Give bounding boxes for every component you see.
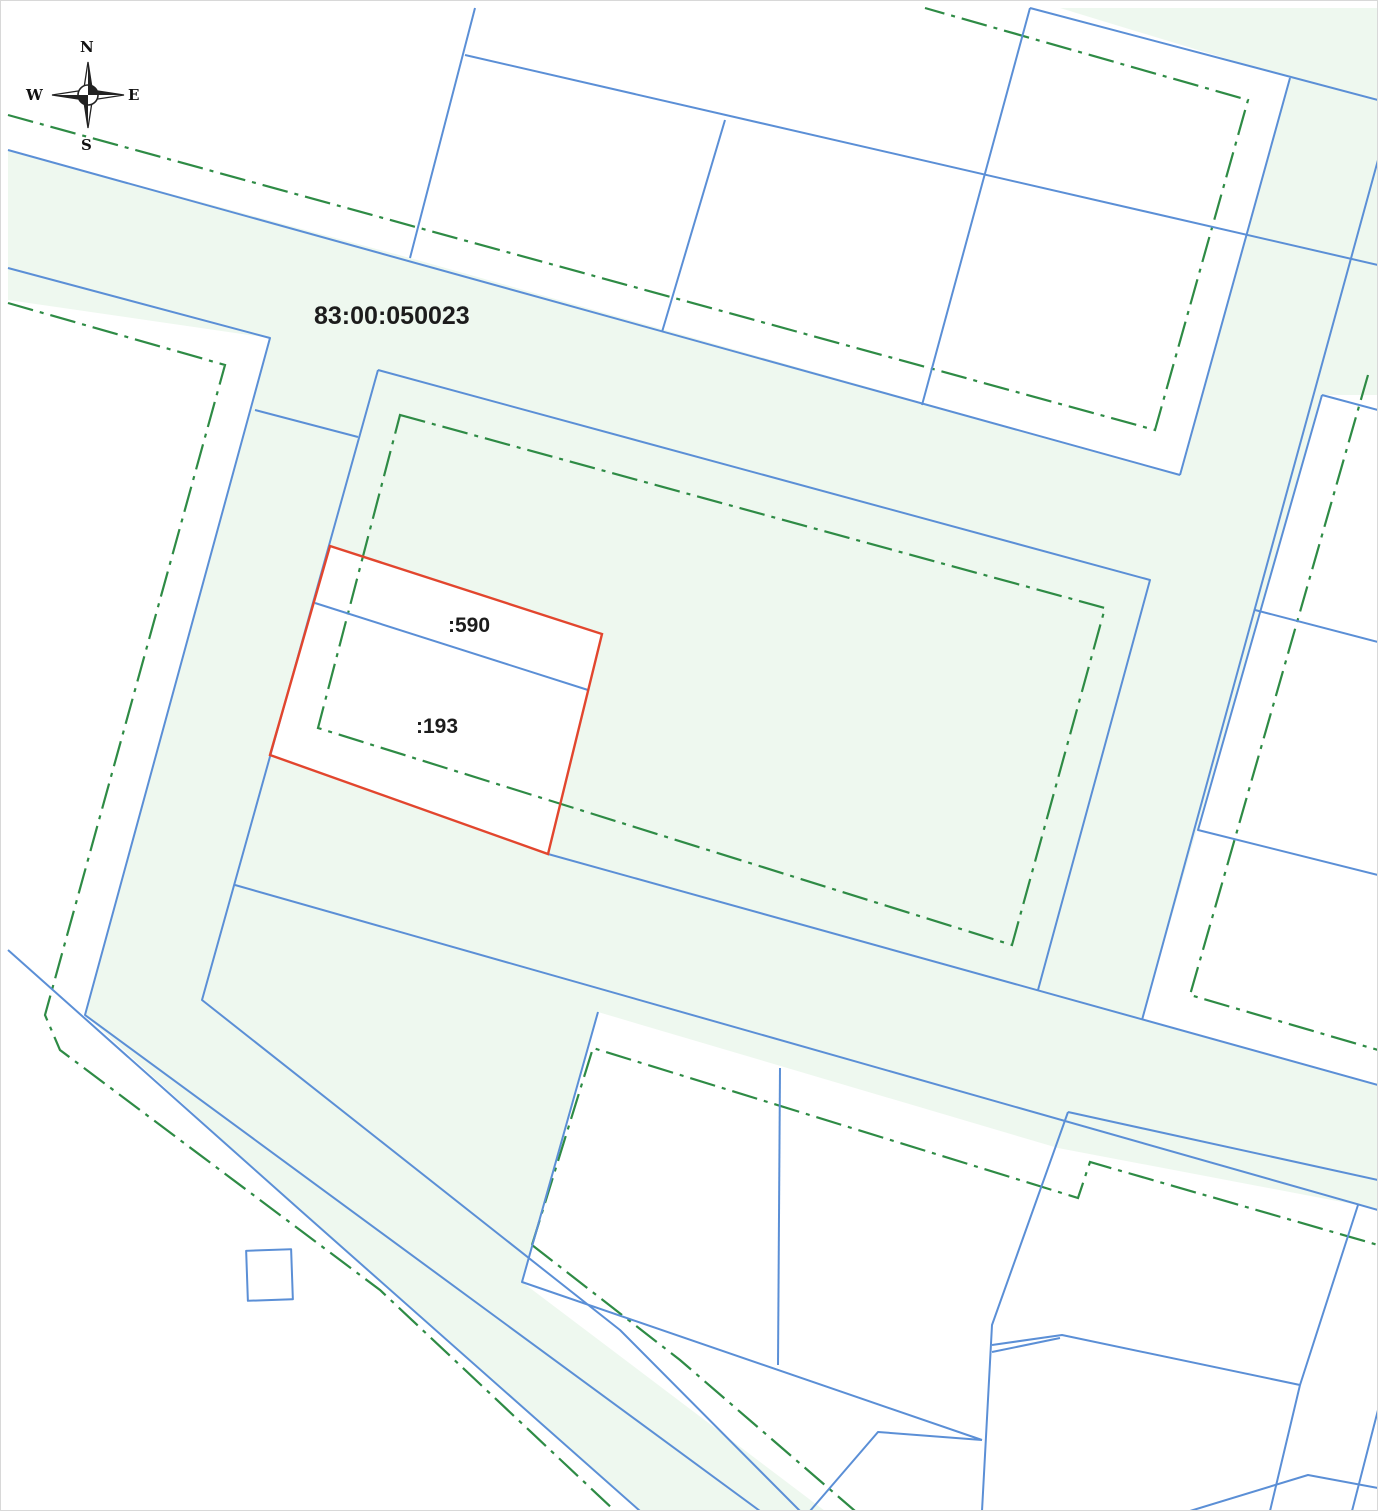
parcel-line-south-inner [547, 853, 1378, 1086]
parcel-line-east-vertical [1141, 159, 1378, 1021]
compass-west-label: W [25, 86, 44, 104]
parcel-line-south-lot-c [1067, 1111, 1378, 1181]
lot-top-left [8, 8, 475, 258]
compass-north-label: N [80, 38, 94, 56]
selected-parcel-outline[interactable] [268, 544, 604, 856]
parcel-line-south-lot-f [1269, 1204, 1359, 1511]
parcel-line-selected-inner [314, 602, 589, 691]
lot-left [8, 300, 270, 1015]
zone-boundary-left [7, 301, 616, 1511]
small-building-outline[interactable] [245, 1248, 294, 1302]
parcel-line-div-3 [921, 7, 1031, 406]
parcel-line-south-lot-d [981, 1111, 1069, 1511]
parcel-line-block-top-a [464, 54, 1378, 266]
zone-boundary-bottom-diagonal [531, 1244, 856, 1511]
parcel-label-193: :193 [416, 715, 458, 738]
parcel-line-south-lot-g [991, 1337, 1061, 1353]
parcel-line-south-lot-a [521, 1011, 983, 1441]
parcel-boundary-layer [7, 7, 1378, 1511]
compass-east-label: E [128, 86, 139, 104]
parcel-line-east-lot-b [1197, 394, 1378, 876]
zone-boundary-top [7, 6, 1250, 432]
zone-boundary-bottom [530, 1046, 1378, 1247]
parcel-line-street-north [7, 149, 1181, 476]
parcel-line-block-top-b [1029, 7, 1378, 101]
parcel-line-east-lot-c [1254, 609, 1378, 643]
map-labels: 83:00:050023 :590 :193 [314, 302, 490, 738]
parcel-line-south-lot-i [1189, 1474, 1378, 1511]
parcel-label-590: :590 [448, 614, 490, 637]
zone-boundary-inner-block [316, 413, 1107, 947]
parcel-line-div-4 [1179, 77, 1291, 476]
parcel-line-south-lot-b [777, 1067, 781, 1366]
parcel-line-south-lot-h [809, 1431, 983, 1511]
parcel-line-central-block [377, 369, 1151, 991]
compass-rose-icon: N S W E [25, 38, 139, 154]
parcel-line-div-1 [409, 7, 476, 259]
lot-right-strip [1142, 395, 1378, 1085]
lot-bottom-left [8, 948, 640, 1511]
parcel-line-div-2 [661, 119, 726, 333]
white-lots-layer [8, 8, 1378, 1511]
parcel-line-east-lot-a [1321, 394, 1378, 411]
compass-south-label: S [81, 136, 92, 154]
parcel-line-central-south [234, 884, 1378, 1211]
lot-selected [270, 546, 602, 854]
zone-fill-top-right [1060, 8, 1378, 100]
parcel-line-west-block [7, 267, 761, 1511]
parcel-line-southwest [7, 949, 641, 1511]
lot-top-block [410, 8, 1290, 475]
zone-boundary-layer [7, 6, 1378, 1511]
parcel-line-south-lot-e [991, 1334, 1301, 1386]
parcel-line-west-inner [254, 409, 359, 438]
parcel-line-south-lot-j [1351, 1409, 1378, 1511]
lot-bottom-center [522, 1012, 1378, 1511]
cadastral-block-label: 83:00:050023 [314, 302, 470, 330]
